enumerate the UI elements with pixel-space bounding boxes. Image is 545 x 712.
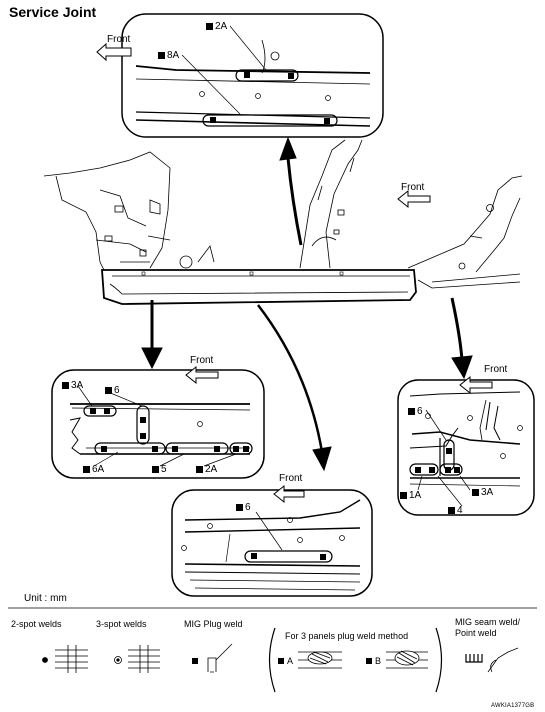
page-title: Service Joint bbox=[9, 4, 97, 20]
front-label-main: Front bbox=[401, 182, 425, 193]
front-arrow-bottom bbox=[273, 484, 305, 504]
callout-6-left: 6 bbox=[105, 385, 120, 397]
legend-mig-seam-weld: MIG seam weld/ bbox=[455, 617, 521, 627]
unit-label: Unit : mm bbox=[24, 593, 67, 604]
detail-right-weld-marks bbox=[415, 448, 460, 473]
detail-bottom-weld-marks bbox=[251, 553, 326, 560]
callout-1a-right: 1A bbox=[400, 490, 421, 502]
front-label-left: Front bbox=[190, 355, 214, 366]
legend-three-panel-method: For 3 panels plug weld method bbox=[285, 631, 409, 641]
legend-method-a: A bbox=[287, 656, 294, 666]
front-label-top: Front bbox=[107, 34, 131, 45]
legend-symbols bbox=[42, 627, 519, 693]
leader-arrows bbox=[141, 136, 473, 472]
callout-2a-top: 2A bbox=[206, 21, 227, 33]
legend-3-spot-welds: 3-spot welds bbox=[96, 619, 147, 629]
front-arrow-right bbox=[459, 375, 493, 395]
callout-3a-right: 3A bbox=[472, 487, 493, 499]
callout-6-bottom: 6 bbox=[236, 502, 251, 514]
detail-right-panel bbox=[397, 379, 535, 516]
detail-left-panel bbox=[51, 369, 265, 479]
callout-6a-left: 6A bbox=[83, 464, 104, 476]
callout-8a-top: 8A bbox=[158, 50, 179, 62]
front-arrow-main bbox=[397, 189, 431, 209]
front-arrow-top bbox=[96, 42, 132, 62]
callout-6-right: 6 bbox=[408, 406, 423, 418]
legend-point-weld: Point weld bbox=[455, 628, 497, 638]
legend-method-squares bbox=[278, 658, 372, 664]
callout-4-right: 4 bbox=[448, 505, 463, 517]
callout-5-left: 5 bbox=[152, 464, 167, 476]
detail-bottom-panel bbox=[171, 489, 373, 597]
legend-mig-plug-weld: MIG Plug weld bbox=[184, 619, 243, 629]
detail-top-panel bbox=[121, 13, 384, 138]
callout-3a-left: 3A bbox=[62, 380, 83, 392]
detail-left-weld-marks bbox=[90, 408, 249, 452]
figure-code: AWKIA1377GB bbox=[491, 703, 535, 709]
legend-2-spot-welds: 2-spot welds bbox=[11, 619, 62, 629]
main-body-view bbox=[43, 139, 523, 305]
callout-2a-left: 2A bbox=[196, 464, 217, 476]
front-label-bottom: Front bbox=[279, 473, 303, 484]
detail-top-weld-marks bbox=[210, 72, 330, 124]
front-arrow-left bbox=[185, 365, 219, 385]
legend-method-b: B bbox=[375, 656, 382, 666]
front-label-right: Front bbox=[484, 364, 508, 375]
